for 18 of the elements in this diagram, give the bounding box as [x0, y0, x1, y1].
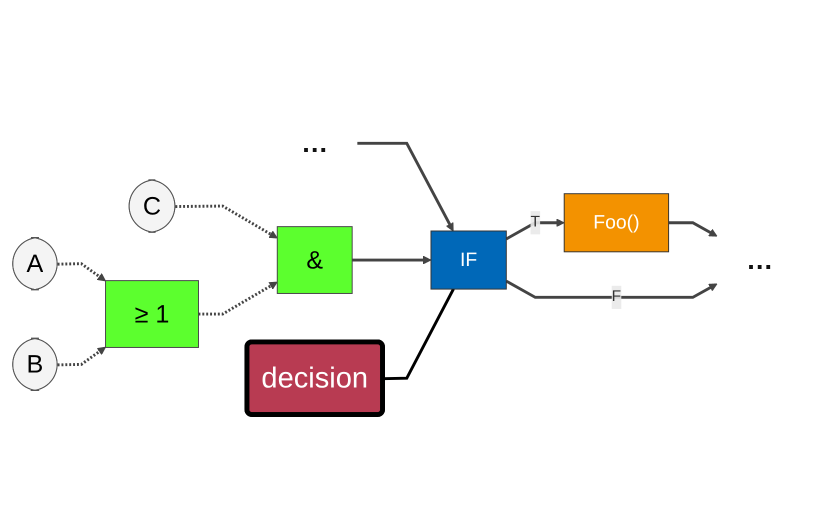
node-text: …: [746, 244, 774, 275]
node-box: ≥ 1: [105, 280, 199, 348]
arrow: [352, 256, 432, 264]
edge-label: F: [612, 288, 622, 306]
arrow: [668, 221, 718, 237]
arrow: [175, 204, 278, 238]
node-text: …: [301, 128, 328, 158]
node-box: &: [276, 226, 353, 294]
arrow: [198, 282, 278, 316]
node-box: Foo(): [564, 193, 670, 252]
node-box: IF: [430, 230, 507, 290]
arrow: [58, 346, 106, 366]
connector: [383, 288, 455, 380]
edge-label: T: [530, 214, 540, 231]
arrow: [357, 142, 454, 232]
arrow: [506, 280, 718, 299]
arrow: [58, 262, 106, 282]
arrow: [506, 218, 565, 240]
